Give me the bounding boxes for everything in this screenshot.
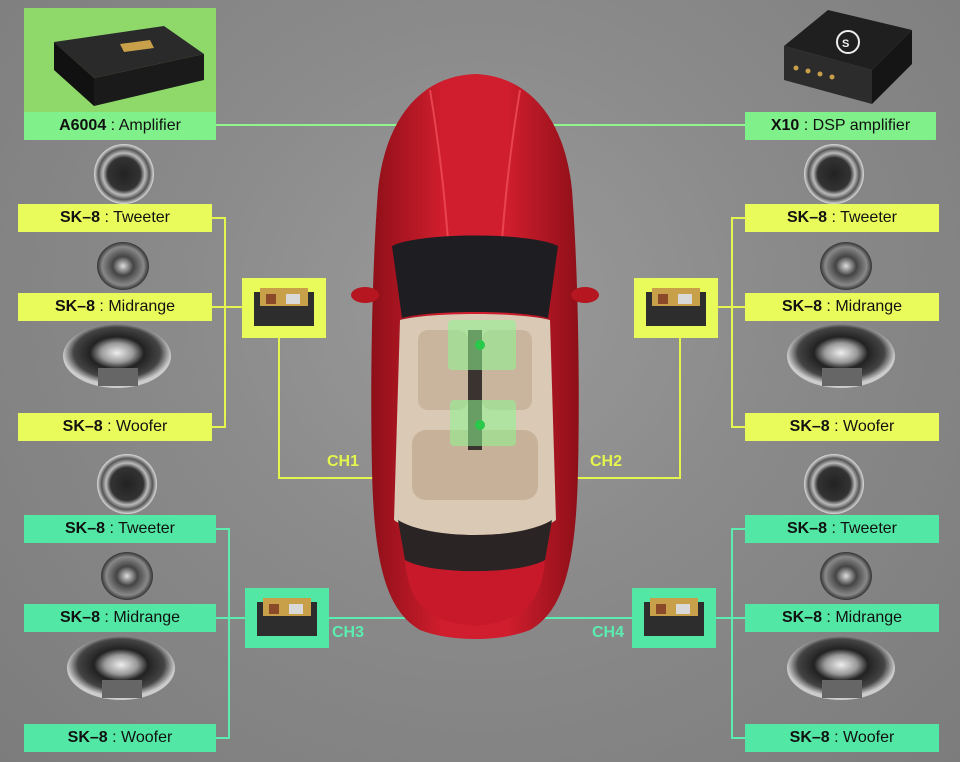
- midrange-icon: [820, 552, 872, 600]
- midrange-icon: [97, 242, 149, 290]
- rear-right-tweeter-label: SK–8 : Tweeter: [745, 515, 939, 543]
- front-right-woofer-label: SK–8 : Woofer: [745, 413, 939, 441]
- front-right-tweeter-label: SK–8 : Tweeter: [745, 204, 939, 232]
- ch2-label: CH2: [590, 453, 622, 471]
- crossover-ch4: [632, 588, 716, 648]
- midrange-icon: [820, 242, 872, 290]
- tweeter-icon: [804, 454, 864, 514]
- tweeter-icon: [804, 144, 864, 204]
- tweeter-icon: [94, 144, 154, 204]
- crossover-ch1: [242, 278, 326, 338]
- ch4-label: CH4: [592, 624, 624, 642]
- front-left-tweeter-label: SK–8 : Tweeter: [18, 204, 212, 232]
- rear-right-midrange-label: SK–8 : Midrange: [745, 604, 939, 632]
- ch3-label: CH3: [332, 624, 364, 642]
- rear-left-woofer-label: SK–8 : Woofer: [24, 724, 216, 752]
- crossover-ch3: [245, 588, 329, 648]
- front-right-midrange-label: SK–8 : Midrange: [745, 293, 939, 321]
- midrange-icon: [101, 552, 153, 600]
- rear-left-midrange-label: SK–8 : Midrange: [24, 604, 216, 632]
- front-left-midrange-label: SK–8 : Midrange: [18, 293, 212, 321]
- front-left-woofer-label: SK–8 : Woofer: [18, 413, 212, 441]
- tweeter-icon: [97, 454, 157, 514]
- rear-right-woofer-label: SK–8 : Woofer: [745, 724, 939, 752]
- crossover-ch2: [634, 278, 718, 338]
- rear-left-tweeter-label: SK–8 : Tweeter: [24, 515, 216, 543]
- ch1-label: CH1: [327, 453, 359, 471]
